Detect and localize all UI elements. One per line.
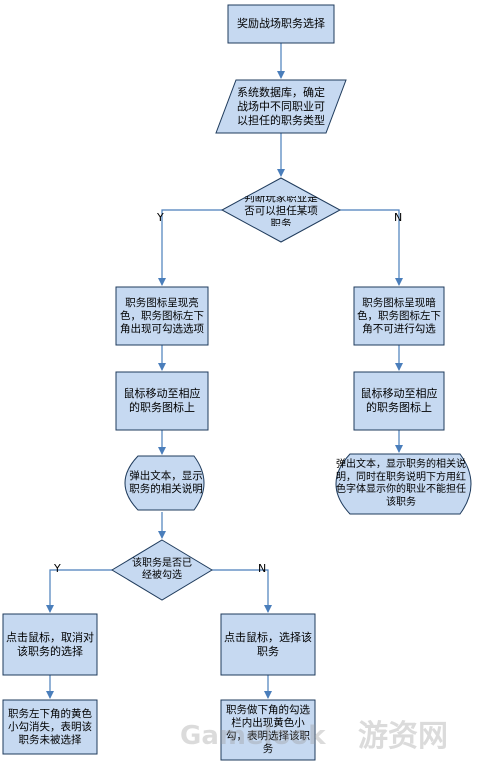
- branch-no-label-2: N: [258, 562, 267, 575]
- decision-diamond-can-serve: [220, 177, 342, 243]
- data-input-label: 系统数据库，确定战场中不同职业可以担任的职务类型: [237, 85, 325, 127]
- result-select-box: [220, 699, 316, 761]
- arrow-checked-yes-branch: [46, 569, 112, 613]
- decision-diamond-checked: [111, 539, 213, 601]
- mouse-move-left-label: 鼠标移动至相应的职务图标上: [123, 387, 201, 414]
- mouse-move-left-box: [115, 371, 209, 431]
- shapes: [2, 4, 472, 761]
- result-uncheck-box: [2, 699, 98, 755]
- icon-bright-label: 职务图标呈现亮色，职务图标左下角出现可勾选选项: [120, 296, 204, 335]
- mouse-move-right-box: [353, 371, 445, 431]
- start-process-box: [227, 4, 335, 44]
- arrow-checked-no-branch: [212, 569, 272, 613]
- gamelook-watermark-logo: Gamelook 游资网: [180, 719, 448, 754]
- click-select-box: [220, 613, 316, 676]
- result-uncheck-label: 职务左下角的黄色小勾消失，表明该职务未被选择: [8, 707, 92, 746]
- branch-yes-label-2: Y: [54, 562, 61, 575]
- popup-right-label: 弹出文本，显示职务的相关说明，同时在职务说明下方用红色字体显示你的职业不能担任该…: [336, 459, 466, 508]
- mouse-move-right-label: 鼠标移动至相应的职务图标上: [360, 387, 438, 414]
- branch-no-label-1: N: [394, 211, 403, 224]
- icon-dark-label: 职务图标呈现暗色，职务图标左下角不可进行勾选: [357, 296, 441, 335]
- decision-can-serve-label: 判断玩家职业是否可以担任某项职务: [244, 196, 318, 226]
- arrow-decision-no-branch: [340, 209, 403, 286]
- branch-yes-label-1: Y: [157, 211, 164, 224]
- icon-bright-box: [115, 286, 209, 346]
- click-uncheck-label: 点击鼠标，取消对该职务的选择: [6, 630, 94, 658]
- start-label: 奖励战场职务选择: [237, 17, 325, 30]
- connectors: [46, 43, 403, 699]
- icon-dark-box: [353, 286, 445, 346]
- popup-right-display-shape: [335, 453, 472, 515]
- decision-checked-label: 该职务是否已经被勾选: [132, 557, 192, 582]
- result-select-label: 职务做下角的勾选栏内出现黄色小勾，表明选择该职务: [226, 704, 310, 755]
- svg-text:Gamelook: Gamelook: [180, 721, 326, 751]
- popup-left-label: 弹出文本，显示职务的相关说明: [129, 470, 203, 495]
- data-parallelogram: [215, 79, 347, 134]
- popup-left-display-shape: [124, 455, 205, 511]
- arrow-decision-yes-branch: [158, 209, 222, 286]
- svg-text:游资网: 游资网: [358, 719, 448, 754]
- click-select-label: 点击鼠标，选择该职务: [224, 630, 312, 658]
- click-uncheck-box: [2, 613, 98, 676]
